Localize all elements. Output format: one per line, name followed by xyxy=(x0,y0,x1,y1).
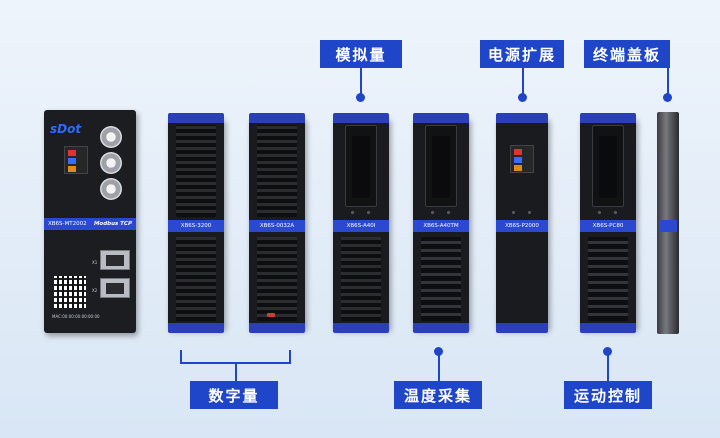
module-label-strip: XB6S-A40TM xyxy=(413,220,469,232)
coupler-model: XB6S-MT2002 xyxy=(48,221,87,227)
power-pointer-dot xyxy=(518,93,527,102)
endplate-pointer-dot xyxy=(663,93,672,102)
endplate-pointer xyxy=(667,56,669,96)
temperature-tag: 温度采集 xyxy=(394,381,482,409)
digital-pointer xyxy=(235,362,237,382)
ethernet-port-x2 xyxy=(100,278,130,298)
power-connector xyxy=(510,145,534,173)
coupler-brand-logo: sDot xyxy=(50,122,82,136)
rotary-switch-icon xyxy=(100,152,122,174)
module-label-strip: XB6S-PC80 xyxy=(580,220,636,232)
digital-module-2: XB6S-0032A xyxy=(249,113,305,333)
terminal-block-lower xyxy=(588,237,628,321)
coupler-module: sDot XB6S-MT2002 Modbus TCP X1 X2 MAC:00… xyxy=(44,110,136,333)
motion-tag: 运动控制 xyxy=(564,381,652,409)
analog-pointer xyxy=(360,68,362,95)
analog-pointer-dot xyxy=(356,93,365,102)
coupler-power-connector xyxy=(64,146,88,174)
temperature-pointer xyxy=(438,354,440,382)
digital-tag: 数字量 xyxy=(190,381,278,409)
analog-tag: 模拟量 xyxy=(320,40,402,68)
module-cover xyxy=(425,125,457,207)
temperature-pointer-dot xyxy=(434,347,443,356)
protocol-logo: Modbus TCP xyxy=(93,221,132,227)
terminal-block-upper xyxy=(257,125,297,217)
port-x2-label: X2 xyxy=(92,288,98,293)
mac-address: MAC:00:00:00:00:00:00 xyxy=(52,314,100,319)
power-module: XB6S-P2000 xyxy=(496,113,548,333)
port-x1-label: X1 xyxy=(92,260,98,265)
qr-code xyxy=(54,276,86,308)
module-label-strip: XB6S-0032A xyxy=(249,220,305,232)
power-pointer xyxy=(522,68,524,95)
end-cover-plate xyxy=(657,112,679,334)
rotary-switch-icon xyxy=(100,126,122,148)
terminal-block-lower xyxy=(257,237,297,321)
coupler-label-strip: XB6S-MT2002 Modbus TCP xyxy=(44,218,136,230)
endplate-tag: 终端盖板 xyxy=(584,40,670,68)
terminal-block-lower xyxy=(341,237,381,321)
temperature-module: XB6S-A40TM xyxy=(413,113,469,333)
red-tab xyxy=(267,313,275,317)
digital-bracket-left xyxy=(180,350,182,364)
digital-module-1: XB6S-3200 xyxy=(168,113,224,333)
module-label-strip: XB6S-P2000 xyxy=(496,220,548,232)
digital-bracket-right xyxy=(289,350,291,364)
module-label-strip: XB6S-3200 xyxy=(168,220,224,232)
motion-pointer xyxy=(607,354,609,382)
motion-module: XB6S-PC80 xyxy=(580,113,636,333)
ethernet-port-x1 xyxy=(100,250,130,270)
power-tag: 电源扩展 xyxy=(480,40,564,68)
analog-module: XB6S-A40I xyxy=(333,113,389,333)
terminal-block-upper xyxy=(176,125,216,217)
module-label-strip: XB6S-A40I xyxy=(333,220,389,232)
module-cover xyxy=(592,125,624,207)
motion-pointer-dot xyxy=(603,347,612,356)
terminal-block-lower xyxy=(421,237,461,321)
terminal-block-lower xyxy=(176,237,216,321)
rotary-switch-icon xyxy=(100,178,122,200)
module-cover xyxy=(345,125,377,207)
